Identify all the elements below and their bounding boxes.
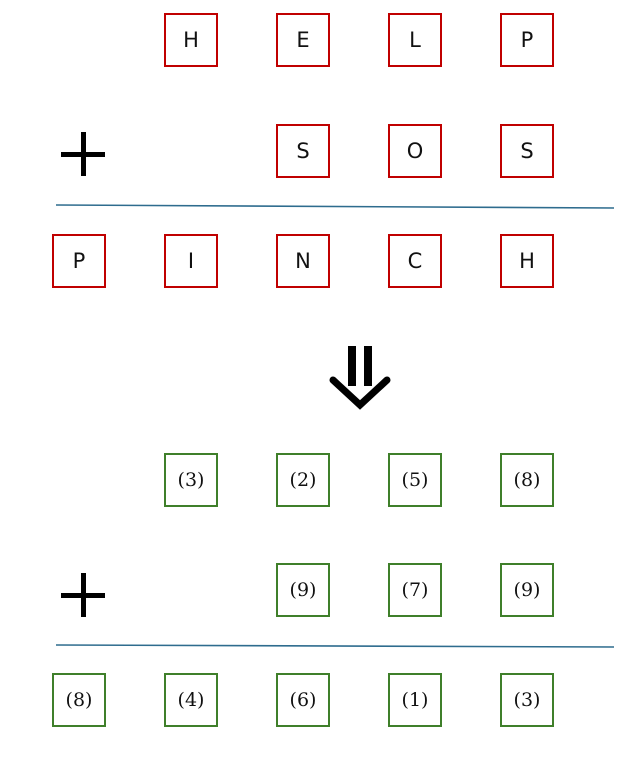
sum-rule-line [55, 644, 615, 648]
digit-box: (6) [276, 673, 330, 727]
letter-box: H [500, 234, 554, 288]
letter-box: P [500, 13, 554, 67]
digit-box: (9) [500, 563, 554, 617]
letter-box: S [500, 124, 554, 178]
digit-box: (5) [388, 453, 442, 507]
letter-box: P [52, 234, 106, 288]
digit-box: (8) [500, 453, 554, 507]
double-down-arrow-icon [329, 346, 391, 410]
sum-rule-line [55, 204, 615, 209]
digit-box: (7) [388, 563, 442, 617]
digit-box: (2) [276, 453, 330, 507]
letter-box: L [388, 13, 442, 67]
digit-box: (3) [500, 673, 554, 727]
digit-box: (8) [52, 673, 106, 727]
plus-icon [61, 132, 107, 178]
digit-box: (4) [164, 673, 218, 727]
letter-box: E [276, 13, 330, 67]
letter-box: N [276, 234, 330, 288]
digit-box: (9) [276, 563, 330, 617]
letter-box: H [164, 13, 218, 67]
letter-box: O [388, 124, 442, 178]
digit-box: (1) [388, 673, 442, 727]
digit-box: (3) [164, 453, 218, 507]
plus-icon [61, 573, 107, 619]
letter-box: I [164, 234, 218, 288]
letter-box: S [276, 124, 330, 178]
letter-box: C [388, 234, 442, 288]
